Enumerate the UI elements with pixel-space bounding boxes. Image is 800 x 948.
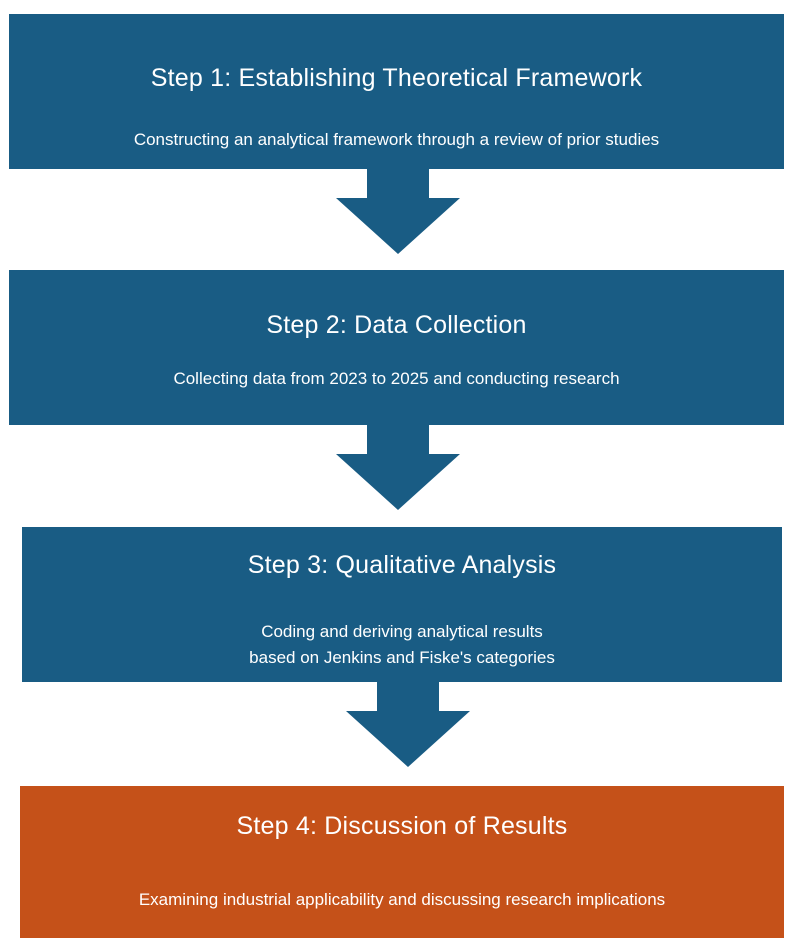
step-3-box: Step 3: Qualitative Analysis Coding and … [22, 527, 782, 682]
step-4-box: Step 4: Discussion of Results Examining … [20, 786, 784, 938]
step-2-title: Step 2: Data Collection [266, 311, 527, 339]
arrow-down-icon [346, 681, 470, 767]
arrow-down-icon [336, 168, 460, 254]
step-1-title: Step 1: Establishing Theoretical Framewo… [150, 64, 643, 92]
step-4-title: Step 4: Discussion of Results [236, 812, 568, 840]
step-4-description: Examining industrial applicability and d… [20, 887, 784, 913]
step-3-description: Coding and deriving analytical results b… [22, 619, 782, 671]
step-1-description: Constructing an analytical framework thr… [9, 127, 784, 153]
step-2-description-line: Collecting data from 2023 to 2025 and co… [173, 369, 620, 388]
step-3-description-line-1: Coding and deriving analytical results [261, 622, 543, 641]
step-3-description-line-2: based on Jenkins and Fiske's categories [249, 648, 555, 667]
step-1-box: Step 1: Establishing Theoretical Framewo… [9, 14, 784, 169]
step-2-box: Step 2: Data Collection Collecting data … [9, 270, 784, 425]
step-1-description-line: Constructing an analytical framework thr… [133, 130, 660, 149]
step-3-title: Step 3: Qualitative Analysis [247, 551, 557, 579]
step-4-description-line: Examining industrial applicability and d… [138, 890, 666, 909]
arrow-down-icon [336, 424, 460, 510]
step-2-description: Collecting data from 2023 to 2025 and co… [9, 366, 784, 392]
